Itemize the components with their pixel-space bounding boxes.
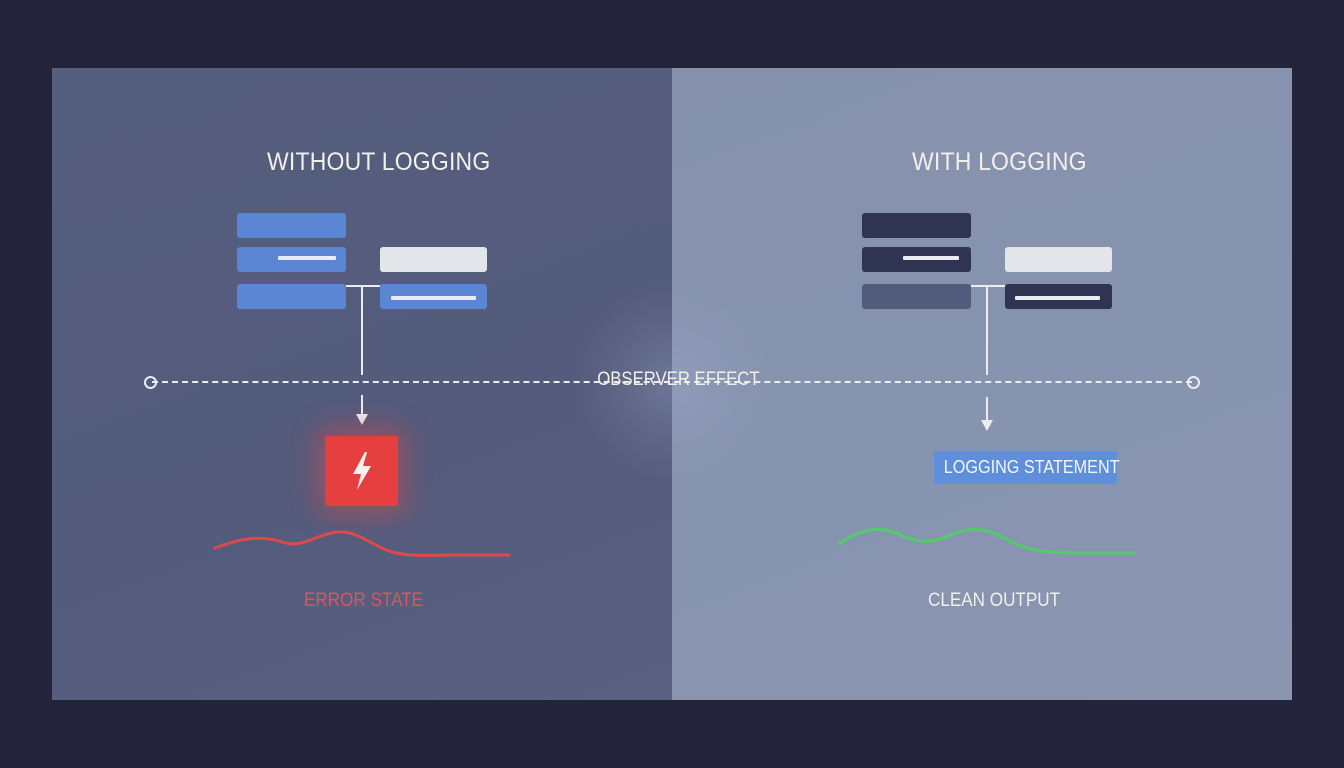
observer-effect-line	[152, 381, 1192, 383]
left-code-line-2	[278, 256, 336, 260]
error-indicator	[325, 436, 398, 506]
left-arrowhead	[356, 414, 368, 425]
right-connector-horizontal	[971, 285, 1005, 287]
lightning-bolt-icon	[353, 452, 371, 490]
without-logging-title: WITHOUT LOGGING	[267, 148, 491, 176]
error-wave	[213, 530, 511, 557]
error-state-caption: ERROR STATE	[304, 590, 424, 611]
right-highlight-block	[1005, 247, 1112, 272]
left-highlight-block	[380, 247, 487, 272]
observer-effect-label: OBSERVER EFFECT	[597, 369, 760, 390]
clean-output-caption: CLEAN OUTPUT	[928, 590, 1061, 611]
right-code-block-3	[862, 284, 971, 309]
left-arrow-shaft	[361, 395, 363, 415]
logging-statement-badge: LOGGING STATEMENT	[934, 451, 1120, 484]
observer-line-start-node	[144, 376, 157, 389]
left-connector-vertical	[361, 285, 363, 375]
left-code-block-3	[237, 284, 346, 309]
observer-line-end-node	[1187, 376, 1200, 389]
right-code-line-4	[1015, 296, 1100, 300]
clean-wave	[837, 527, 1137, 555]
right-arrowhead	[981, 420, 993, 431]
left-code-block-1	[237, 213, 346, 238]
right-code-block-1	[862, 213, 971, 238]
left-connector-horizontal	[346, 285, 380, 287]
with-logging-title: WITH LOGGING	[912, 148, 1087, 176]
right-arrow-shaft	[986, 397, 988, 421]
logging-statement-label: LOGGING STATEMENT	[943, 457, 1120, 477]
left-code-line-4	[391, 296, 476, 300]
right-code-line-2	[903, 256, 959, 260]
right-connector-vertical	[986, 285, 988, 375]
